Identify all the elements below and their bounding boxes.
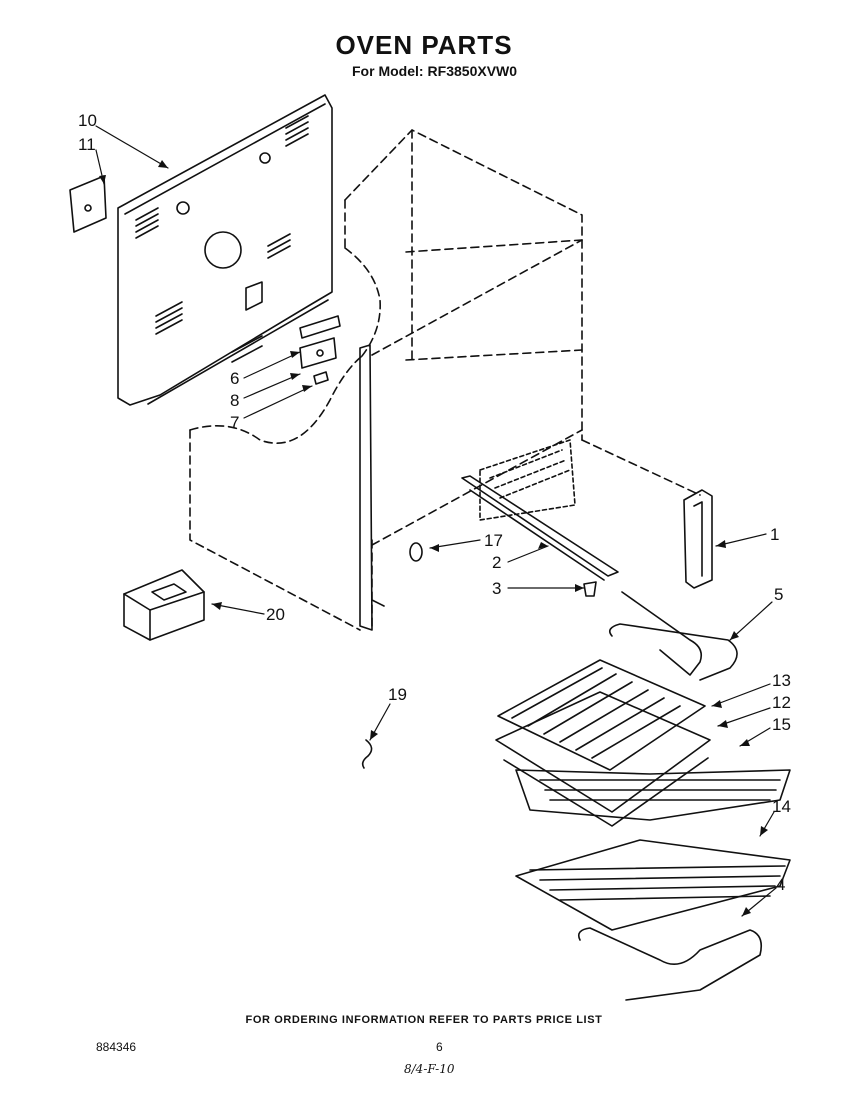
callout-20: 20 [266,605,285,624]
oven-rail [461,475,619,581]
side-wall [359,344,385,631]
callout-4: 4 [776,875,785,894]
handwritten-note: 8/4-F-10 [404,1062,455,1076]
model-label: For Model: [352,63,424,79]
callout-8: 8 [230,391,239,410]
model-number: RF3850XVW0 [427,63,518,79]
bake-element [609,591,738,681]
oven-rack-upper [515,769,791,821]
callout-7: 7 [230,413,239,432]
callout-14: 14 [772,797,791,816]
rail-clip [583,581,597,597]
oven-rack-lower [515,839,791,931]
arrowheads [99,160,768,916]
callout-19: 19 [388,685,407,704]
callout-13: 13 [772,671,791,690]
switch-assembly [299,315,341,385]
back-panel [117,94,333,406]
panel-bracket [69,175,107,233]
callout-6: 6 [230,369,239,388]
callout-2: 2 [492,553,501,572]
callout-1: 1 [770,525,779,544]
side-bracket [683,489,713,589]
clip-wire [361,739,373,769]
model-line: For Model:RF3850XVW0 [352,63,517,79]
document-number: 884346 [96,1040,137,1054]
callout-labels: 10 11 6 8 7 17 2 3 1 5 13 12 15 14 4 19 … [78,111,791,894]
leader-lines [95,125,777,917]
cabinet-frame [189,129,701,631]
oven-bottom [479,439,576,521]
storage-box [123,569,205,641]
broil-pan-grid [497,659,706,771]
page-title: OVEN PARTS [335,30,513,60]
callout-3: 3 [492,579,501,598]
callout-11: 11 [78,135,96,154]
callout-5: 5 [774,585,783,604]
broil-element [577,927,763,1001]
page-number: 6 [436,1040,443,1054]
callout-10: 10 [78,111,97,130]
callout-15: 15 [772,715,791,734]
callout-12: 12 [772,693,791,712]
ordering-note: FOR ORDERING INFORMATION REFER TO PARTS … [245,1014,603,1026]
callout-17: 17 [484,531,503,550]
plug-button [409,542,423,562]
